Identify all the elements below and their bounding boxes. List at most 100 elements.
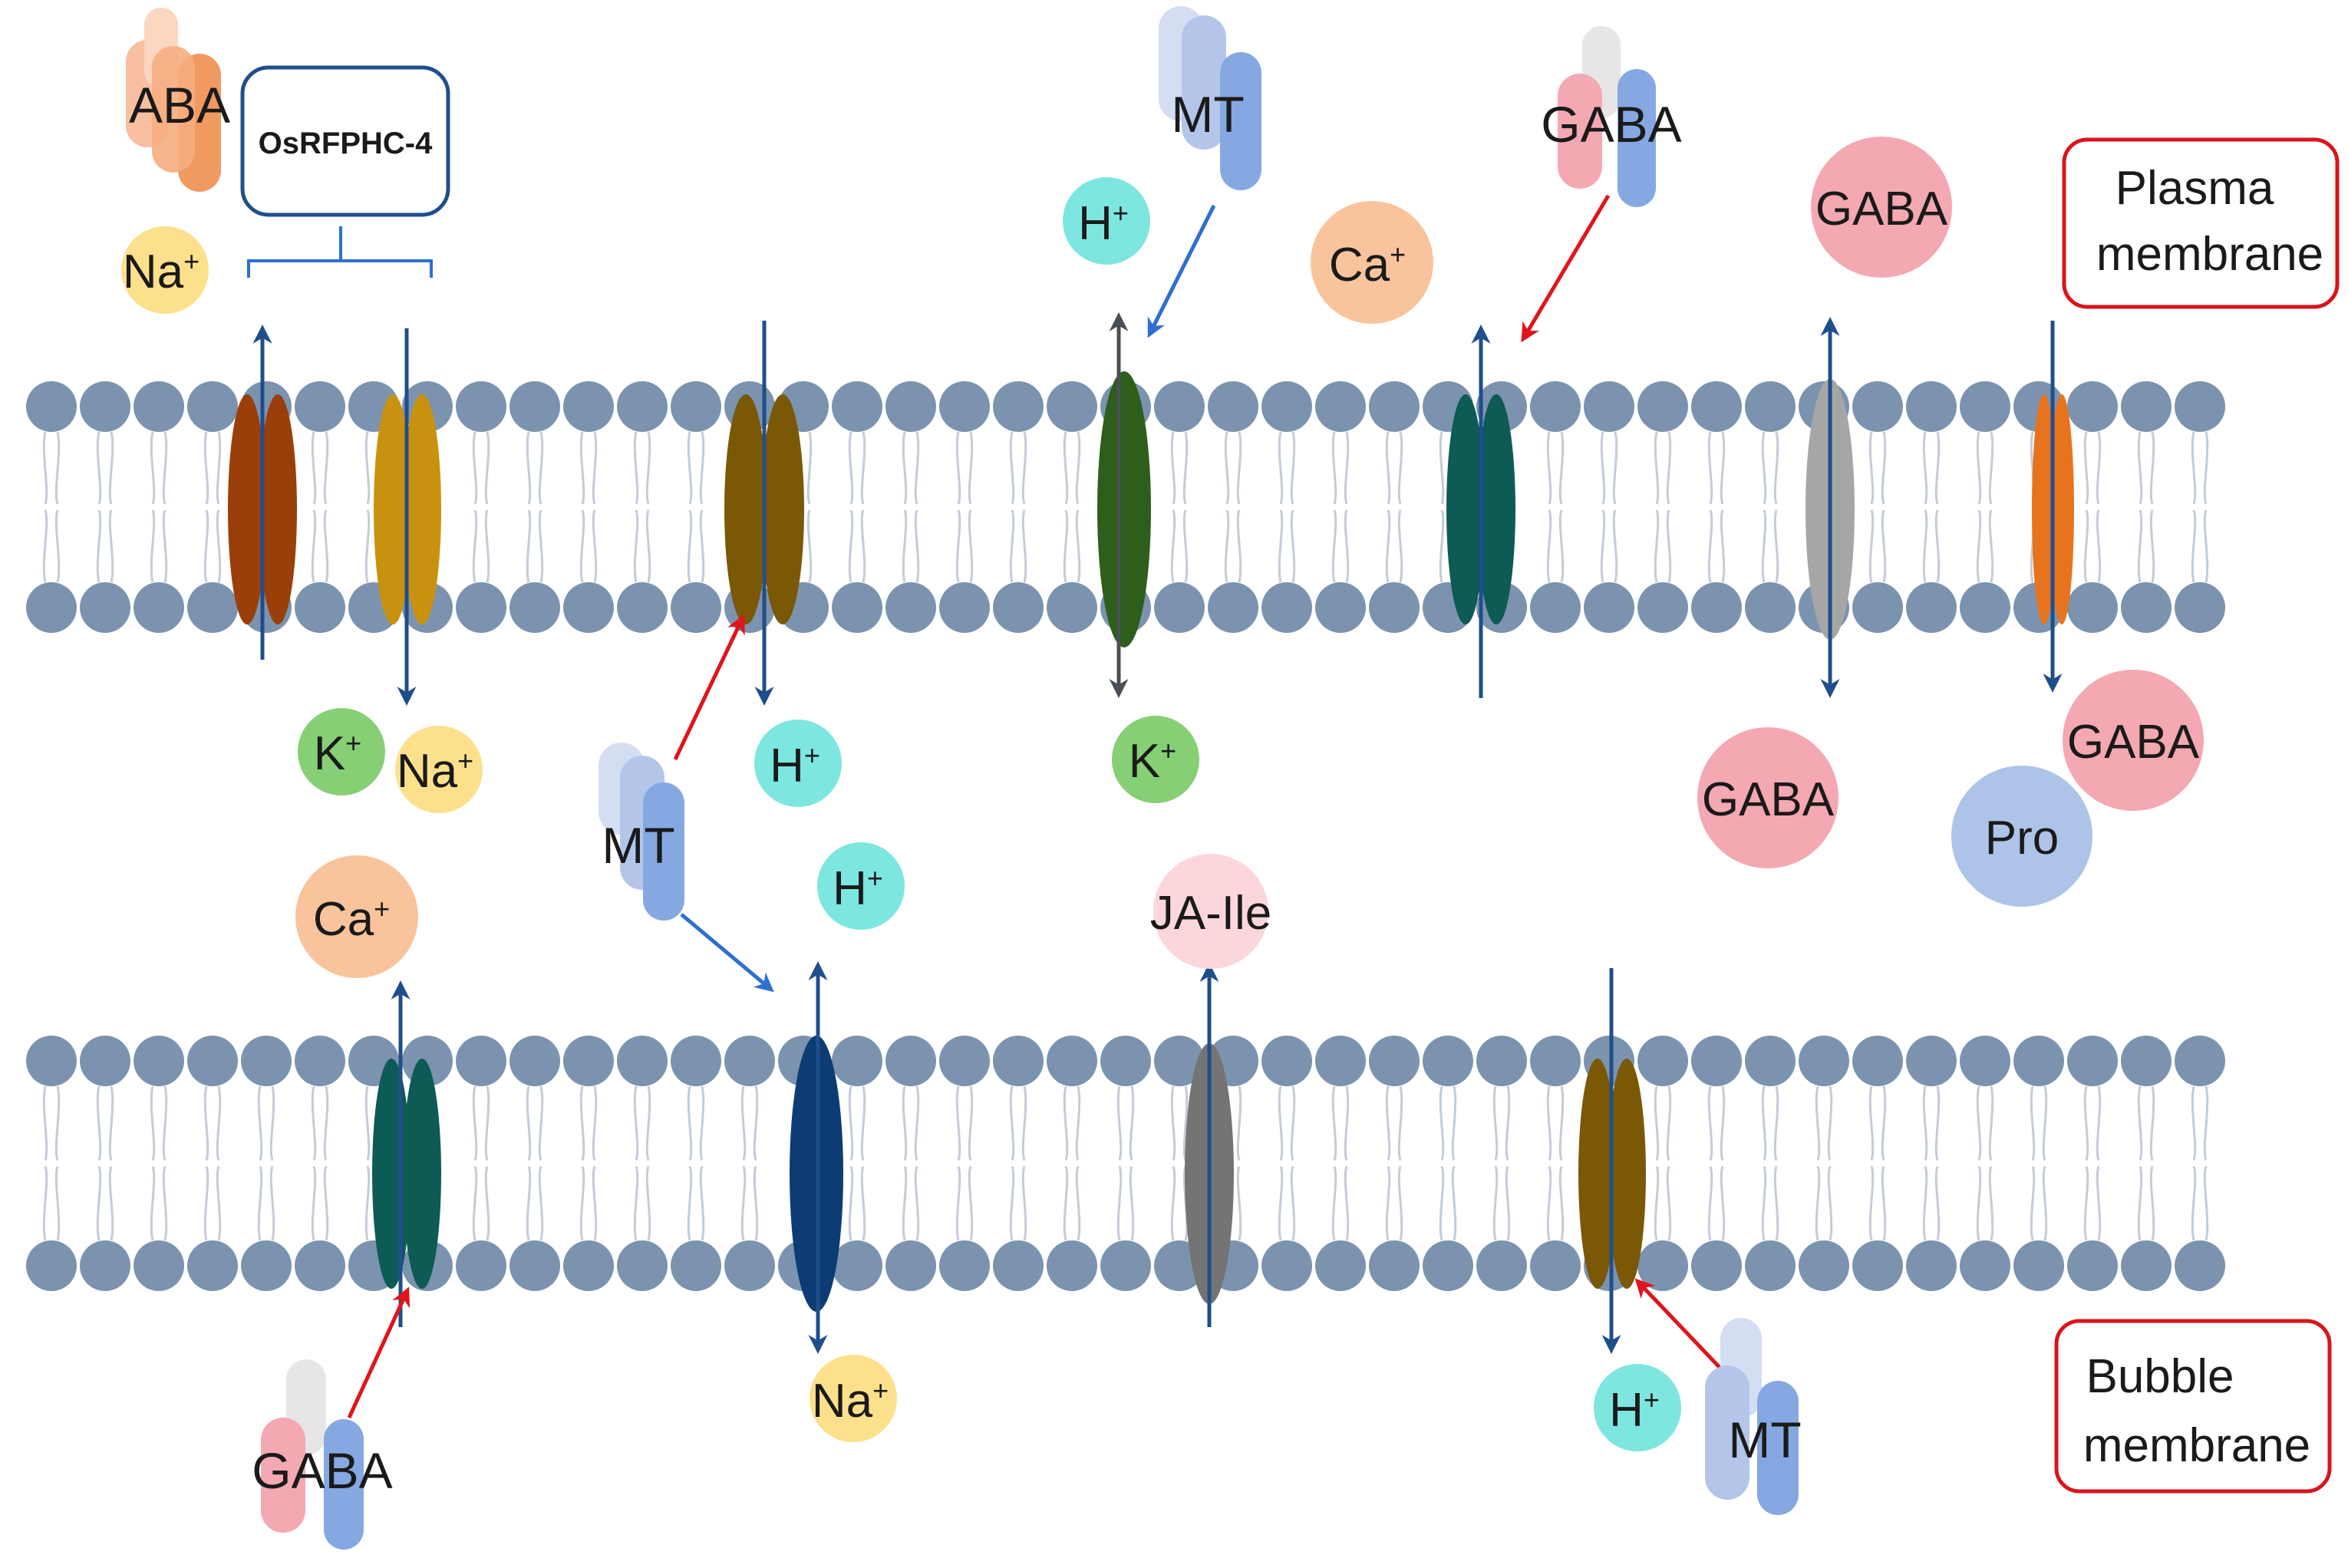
lipid-head <box>939 1036 990 1086</box>
aba-label: ABA <box>129 77 230 133</box>
lipid-head <box>134 381 184 432</box>
lipid-head <box>939 1240 990 1291</box>
lipid-head <box>1154 582 1205 633</box>
osrfphc4-complex: OsRFPHC-4 <box>240 65 450 278</box>
lipid-head <box>1745 1240 1796 1291</box>
lipid-head <box>26 1036 77 1086</box>
lipid-head <box>1691 381 1742 432</box>
lipid-head <box>80 1036 130 1086</box>
lipid-head <box>724 1036 775 1086</box>
lipid-head <box>2013 1240 2064 1291</box>
channel-brown-na-efflux <box>228 394 297 624</box>
lipid-head <box>563 582 614 633</box>
lipid-head <box>1637 381 1688 432</box>
lipid-head <box>1315 582 1366 633</box>
lipid-head <box>885 1240 936 1291</box>
lipid-head <box>617 1036 668 1086</box>
lipid-head <box>1154 1036 1205 1086</box>
lipid-head <box>885 381 936 432</box>
ion-h-middle: H+ <box>817 842 905 930</box>
lipid-head <box>187 381 238 432</box>
svg-text:JA-Ile: JA-Ile <box>1150 887 1271 940</box>
lipid-head <box>26 582 77 633</box>
lipid-head <box>1852 381 1903 432</box>
lipid-head <box>832 582 882 633</box>
lipid-head <box>617 582 668 633</box>
channel-teal-gaba-regulated <box>1446 394 1515 624</box>
lipid-head <box>2067 1240 2118 1291</box>
lipid-head <box>2175 1036 2225 1086</box>
lipid-head <box>456 381 506 432</box>
lipid-head <box>510 582 560 633</box>
lipid-head <box>1584 582 1634 633</box>
lipid-head <box>832 381 882 432</box>
lipid-head <box>1047 381 1097 432</box>
lipid-head <box>2013 1036 2064 1086</box>
channel-olive-h <box>724 394 804 624</box>
lipid-head <box>80 1240 130 1291</box>
lipid-head <box>563 381 614 432</box>
lipid-head <box>1906 1240 1957 1291</box>
lipid-head <box>1047 1036 1097 1086</box>
ion-k-below-left: K+ <box>298 708 385 796</box>
svg-text:GABA: GABA <box>1815 183 1948 236</box>
lipid-head <box>456 1036 506 1086</box>
lipid-head <box>134 1036 184 1086</box>
svg-text:membrane: membrane <box>2083 1419 2310 1472</box>
plasma-membrane-bilayer <box>26 381 2225 633</box>
svg-text:H+: H+ <box>833 862 883 915</box>
svg-text:GABA: GABA <box>1702 773 1835 826</box>
lipid-head <box>241 1036 292 1086</box>
lipid-head <box>295 1240 345 1291</box>
lipid-head <box>2175 381 2225 432</box>
lipid-head <box>1637 1036 1688 1086</box>
lipid-head <box>1369 381 1420 432</box>
lipid-head <box>1047 1240 1097 1291</box>
gaba-regulator-plasma: GABA <box>1541 26 1682 207</box>
lipid-head <box>993 1240 1044 1291</box>
lipid-head <box>617 1240 668 1291</box>
lipid-head <box>1261 582 1312 633</box>
lipid-head <box>671 381 721 432</box>
molecule-gaba-far-right: GABA <box>2063 670 2204 811</box>
lipid-head <box>1530 1240 1581 1291</box>
lipid-head <box>2067 1036 2118 1086</box>
lipid-head <box>187 1036 238 1086</box>
osrfphc4-bracket <box>247 226 433 278</box>
osrfphc4-label: OsRFPHC-4 <box>259 127 433 160</box>
lipid-head <box>1960 1036 2010 1086</box>
gaba-label-bubble: GABA <box>252 1442 392 1499</box>
lipid-head <box>1960 381 2010 432</box>
ion-na-bottom: Na+ <box>810 1355 897 1442</box>
transport-arrows <box>252 312 2063 1354</box>
lipid-head <box>671 1036 721 1086</box>
lipid-head <box>1530 381 1581 432</box>
lipid-head <box>1637 1240 1688 1291</box>
lipid-head <box>1799 1036 1849 1086</box>
svg-text:GABA: GABA <box>2067 716 2200 769</box>
lipid-head <box>510 1036 560 1086</box>
svg-text:Na+: Na+ <box>812 1375 889 1428</box>
bubble-membrane-label: Bubble membrane <box>2054 1319 2332 1494</box>
lipid-head <box>1530 582 1581 633</box>
svg-text:Bubble: Bubble <box>2086 1350 2234 1403</box>
lipid-head <box>1100 1036 1151 1086</box>
ion-ca-middle-left: Ca+ <box>295 855 418 978</box>
regulation-arrows <box>347 194 1730 1419</box>
lipid-head <box>187 582 238 633</box>
lipid-head <box>1315 1036 1366 1086</box>
svg-text:membrane: membrane <box>2096 228 2323 281</box>
lipid-head <box>1261 1036 1312 1086</box>
lipid-head <box>671 582 721 633</box>
lipid-head <box>2067 381 2118 432</box>
svg-text:K+: K+ <box>314 727 361 780</box>
gaba-label-plasma: GABA <box>1541 96 1681 153</box>
lipid-head <box>26 1240 77 1291</box>
lipid-head <box>563 1240 614 1291</box>
lipid-head <box>2121 582 2172 633</box>
svg-text:Pro: Pro <box>1985 812 2059 865</box>
svg-text:Na+: Na+ <box>123 245 200 298</box>
lipid-head <box>832 1240 882 1291</box>
lipid-head <box>134 1240 184 1291</box>
channel-olive-h-bubble <box>1578 1059 1646 1289</box>
